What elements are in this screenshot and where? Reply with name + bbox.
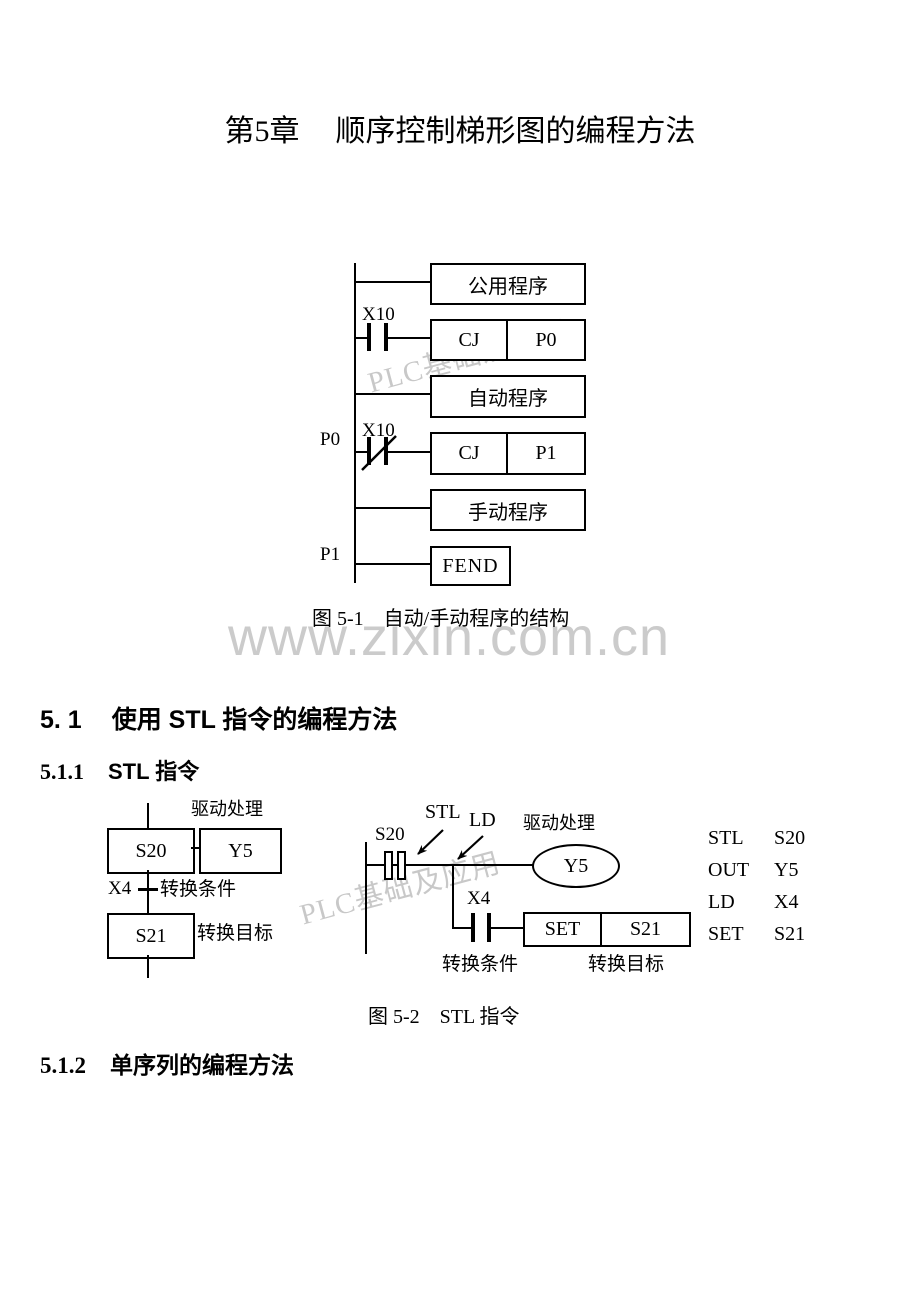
section-5-1-2-number: 5.1.2 xyxy=(40,1053,86,1078)
fig1-contact-x10-nc-bar2 xyxy=(384,437,388,465)
fig2-box-set-s21: SET S21 xyxy=(523,912,691,947)
fig1-power-rail xyxy=(354,263,356,583)
sfc-target-label: 转换目标 xyxy=(197,923,274,944)
sfc-action-link xyxy=(191,847,200,849)
fig1-box-manual-program: 手动程序 xyxy=(430,489,586,531)
fig2-branch-wire xyxy=(452,864,454,929)
fig1-box-cj-p1: CJ P1 xyxy=(430,432,586,475)
instruction-op: OUT xyxy=(708,859,750,881)
section-5-1-number: 5. 1 xyxy=(40,706,82,734)
fig1-p0-label: P0 xyxy=(320,429,341,450)
instruction-op: LD xyxy=(708,891,735,913)
instruction-operand: Y5 xyxy=(774,859,799,881)
sfc-condition-label: 转换条件 xyxy=(160,879,237,900)
figure-5-2-caption: 图 5-2 STL 指令 xyxy=(368,1006,520,1028)
fig1-rung2-wire-b xyxy=(388,337,430,339)
chapter-title-text: 顺序控制梯形图的编程方法 xyxy=(335,115,696,148)
fig2-annotation-arrows xyxy=(417,829,484,860)
fig2-x4-label: X4 xyxy=(467,888,491,909)
watermark-site: www.zixin.com.cn xyxy=(228,607,671,667)
fig2-set-target-cell: S21 xyxy=(629,918,662,940)
section-5-1-2-heading: 5.1.2 单序列的编程方法 xyxy=(40,1046,294,1080)
sfc-x4-label: X4 xyxy=(108,878,132,899)
fig1-contact-x10-no-bar1 xyxy=(367,323,371,351)
section-5-1-title: 使用 STL 指令的编程方法 xyxy=(111,706,398,734)
fig2-instruction-list: STL S20 OUT Y5 LD X4 SET S21 xyxy=(708,822,805,950)
section-5-1-1-heading: 5.1.1 STL 指令 xyxy=(40,754,199,786)
fig2-main-wire xyxy=(365,864,533,866)
fig2-stl-contact-bar1 xyxy=(384,851,393,880)
instruction-operand: S20 xyxy=(774,827,806,849)
fig1-rung4-wire-b xyxy=(388,451,430,453)
sfc-action-y5-box: Y5 xyxy=(199,828,282,874)
fig1-cj1-target-cell: P0 xyxy=(535,328,557,351)
sfc-state-s20-box: S20 xyxy=(107,828,195,874)
fig2-s20-label: S20 xyxy=(375,824,405,845)
fig2-stl-text: STL xyxy=(425,801,461,823)
fig2-condition-label: 转换条件 xyxy=(442,954,519,975)
instruction-row: OUT Y5 xyxy=(708,854,805,886)
fig1-cj2-op-cell: CJ xyxy=(432,434,508,473)
instruction-row: LD X4 xyxy=(708,886,805,918)
fig1-rung4-wire-a xyxy=(354,451,368,453)
instruction-operand: S21 xyxy=(774,923,806,945)
sfc-transition-tick xyxy=(138,888,158,891)
fig1-box-cj-p0: CJ P0 xyxy=(430,319,586,361)
fig1-contact-x10-nc-slash xyxy=(361,435,397,471)
fig2-ld-text: LD xyxy=(469,809,496,831)
instruction-row: STL S20 xyxy=(708,822,805,854)
section-5-1-2-title: 单序列的编程方法 xyxy=(110,1052,294,1078)
instruction-operand: X4 xyxy=(774,891,799,913)
fig1-rung2-wire-a xyxy=(354,337,368,339)
sfc-wire-bottom xyxy=(147,955,149,978)
instruction-row: SET S21 xyxy=(708,918,805,950)
section-5-1-heading: 5. 1 使用 STL 指令的编程方法 xyxy=(40,700,397,736)
fig2-set-op-cell: SET xyxy=(525,914,602,945)
fig1-rung1-wire xyxy=(354,281,430,283)
fig2-target-label: 转换目标 xyxy=(588,954,665,975)
section-5-1-1-number: 5.1.1 xyxy=(40,759,84,784)
fig1-cj1-op-cell: CJ xyxy=(432,321,508,359)
chapter-title: 第5章 顺序控制梯形图的编程方法 xyxy=(0,114,920,150)
fig2-coil-y5: Y5 xyxy=(532,844,620,888)
fig1-box-fend: FEND xyxy=(430,546,511,586)
fig1-rung6-wire xyxy=(354,563,430,565)
fig2-power-rail xyxy=(365,842,367,954)
fig2-stl-contact-bar2 xyxy=(397,851,406,880)
section-5-1-1-title: STL 指令 xyxy=(108,759,200,784)
fig2-drive-label: 驱动处理 xyxy=(523,813,595,833)
fig2-x4-wire-b xyxy=(491,927,523,929)
fig1-contact-x10-nc-bar1 xyxy=(367,437,371,465)
sfc-state-s21-box: S21 xyxy=(107,913,195,959)
figure-5-1-caption: 图 5-1 自动/手动程序的结构 xyxy=(312,608,570,630)
fig1-box-auto-program: 自动程序 xyxy=(430,375,586,418)
sfc-drive-label: 驱动处理 xyxy=(191,799,263,819)
fig1-rung5-wire xyxy=(354,507,430,509)
sfc-wire-top xyxy=(147,803,149,828)
fig1-contact-x10-no-bar2 xyxy=(384,323,388,351)
fig1-x10-label-bottom: X10 xyxy=(362,420,395,441)
fig2-contact-x4-bar2 xyxy=(487,913,491,942)
sfc-wire-mid xyxy=(147,870,149,913)
fig1-cj2-target-cell: P1 xyxy=(535,442,557,464)
fig2-contact-x4-bar1 xyxy=(471,913,475,942)
fig2-x4-wire-a xyxy=(452,927,472,929)
instruction-op: SET xyxy=(708,923,744,945)
chapter-number: 第5章 xyxy=(224,115,300,148)
instruction-op: STL xyxy=(708,827,744,849)
fig1-p1-label: P1 xyxy=(320,544,341,565)
fig1-x10-label-top: X10 xyxy=(362,304,395,325)
fig1-box-common-program: 公用程序 xyxy=(430,263,586,305)
fig1-rung3-wire xyxy=(354,393,430,395)
